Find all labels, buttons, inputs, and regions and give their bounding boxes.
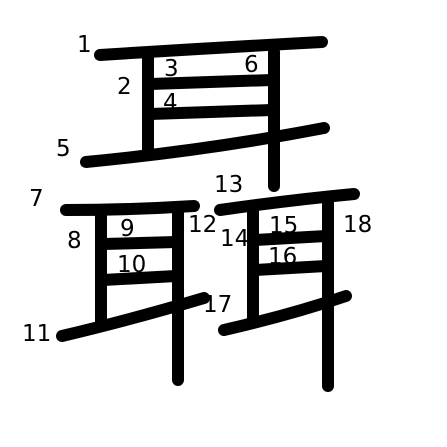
stroke-number-15: 15 bbox=[269, 213, 298, 239]
stroke-3 bbox=[144, 74, 278, 90]
stroke-16 bbox=[249, 260, 332, 276]
stroke-number-5: 5 bbox=[56, 136, 71, 162]
stroke-number-14: 14 bbox=[220, 226, 249, 252]
stroke-number-18: 18 bbox=[343, 212, 372, 238]
stroke-number-8: 8 bbox=[67, 228, 82, 254]
stroke-number-7: 7 bbox=[29, 186, 44, 212]
stroke-number-3: 3 bbox=[164, 56, 179, 82]
stroke-number-17: 17 bbox=[203, 292, 232, 318]
stroke-9 bbox=[97, 236, 182, 250]
stroke-number-10: 10 bbox=[117, 252, 146, 278]
stroke-number-4: 4 bbox=[163, 90, 178, 116]
stroke-number-9: 9 bbox=[120, 216, 135, 242]
stroke-number-13: 13 bbox=[214, 172, 243, 198]
stroke-13 bbox=[214, 188, 360, 216]
stroke-4 bbox=[144, 104, 278, 120]
stroke-15 bbox=[249, 230, 332, 246]
stroke-number-1: 1 bbox=[77, 32, 92, 58]
stroke-number-12: 12 bbox=[188, 212, 217, 238]
stroke-11 bbox=[56, 292, 210, 342]
stroke-number-16: 16 bbox=[268, 244, 297, 270]
stroke-5 bbox=[80, 122, 330, 168]
stroke-number-2: 2 bbox=[117, 74, 132, 100]
stroke-1 bbox=[94, 36, 328, 61]
stroke-number-6: 6 bbox=[244, 52, 259, 78]
stroke-number-11: 11 bbox=[22, 321, 51, 347]
stroke-10 bbox=[97, 270, 182, 286]
